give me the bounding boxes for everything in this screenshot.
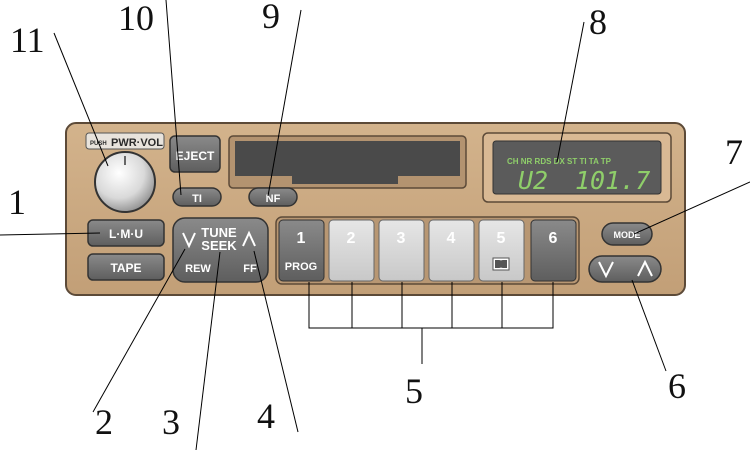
lmu-label: L·M·U xyxy=(109,227,143,241)
cassette-slot xyxy=(235,141,460,184)
preset-5-label: 5 xyxy=(497,230,506,247)
ti-button[interactable] xyxy=(172,187,222,207)
preset-button-6[interactable] xyxy=(530,219,577,282)
eject-button[interactable] xyxy=(169,135,221,173)
lcd-indicators: CH NR RDS DX ST TI TA TP xyxy=(507,157,612,166)
pwr-vol-label: PWR·VOL xyxy=(111,137,163,149)
callout-11: 11 xyxy=(10,20,45,60)
tune-label: TUNE xyxy=(201,225,237,240)
lcd-band: U2 xyxy=(518,166,548,195)
preset-button-3[interactable] xyxy=(378,219,425,282)
preset-1-sublabel: PROG xyxy=(285,261,317,273)
preset-1-label: 1 xyxy=(297,230,306,247)
preset-6-label: 6 xyxy=(549,230,558,247)
knob-indicator xyxy=(124,156,126,165)
power-volume-knob[interactable] xyxy=(94,151,156,213)
dolby-icon xyxy=(492,257,510,271)
lcd-frequency: 101.7 xyxy=(575,166,650,195)
ff-label: FF xyxy=(243,263,257,275)
nf-label: NF xyxy=(266,193,281,205)
tune-seek-rocker[interactable] xyxy=(172,217,269,283)
preset-2-label: 2 xyxy=(347,230,356,247)
chevron-up-icon[interactable] xyxy=(242,230,256,247)
chevron-down-icon[interactable] xyxy=(182,232,196,249)
callout-10: 10 xyxy=(118,0,154,38)
nf-button[interactable] xyxy=(248,187,298,207)
chevron-up-icon[interactable] xyxy=(637,259,653,277)
preset-button-4[interactable] xyxy=(428,219,475,282)
tape-label: TAPE xyxy=(110,261,141,275)
seek-label: SEEK xyxy=(201,238,237,253)
chevron-down-icon[interactable] xyxy=(598,261,614,279)
callout-8: 8 xyxy=(589,2,607,42)
callout-4: 4 xyxy=(257,396,275,436)
preset-4-label: 4 xyxy=(447,230,456,247)
pwr-push-label: PUSH xyxy=(90,141,107,147)
pwr-vol-label-plate xyxy=(85,132,165,150)
mode-button[interactable] xyxy=(601,222,653,246)
preset-3-label: 3 xyxy=(397,230,406,247)
callout-7: 7 xyxy=(725,132,743,172)
rew-label: REW xyxy=(185,263,211,275)
callout-9: 9 xyxy=(262,0,280,36)
tape-button[interactable] xyxy=(87,253,165,281)
callout-1: 1 xyxy=(8,182,26,222)
preset-button-5[interactable] xyxy=(478,219,525,282)
preset-button-2[interactable] xyxy=(328,219,375,282)
up-down-rocker[interactable] xyxy=(588,255,662,283)
eject-label: EJECT xyxy=(176,149,215,163)
preset-button-1[interactable] xyxy=(278,219,325,282)
callout-3: 3 xyxy=(162,402,180,442)
callout-6: 6 xyxy=(668,366,686,406)
lcd-display xyxy=(492,140,662,195)
ti-label: TI xyxy=(192,193,202,205)
callout-2: 2 xyxy=(95,402,113,442)
mode-label: MODE xyxy=(614,230,641,240)
callout-5: 5 xyxy=(405,371,423,411)
